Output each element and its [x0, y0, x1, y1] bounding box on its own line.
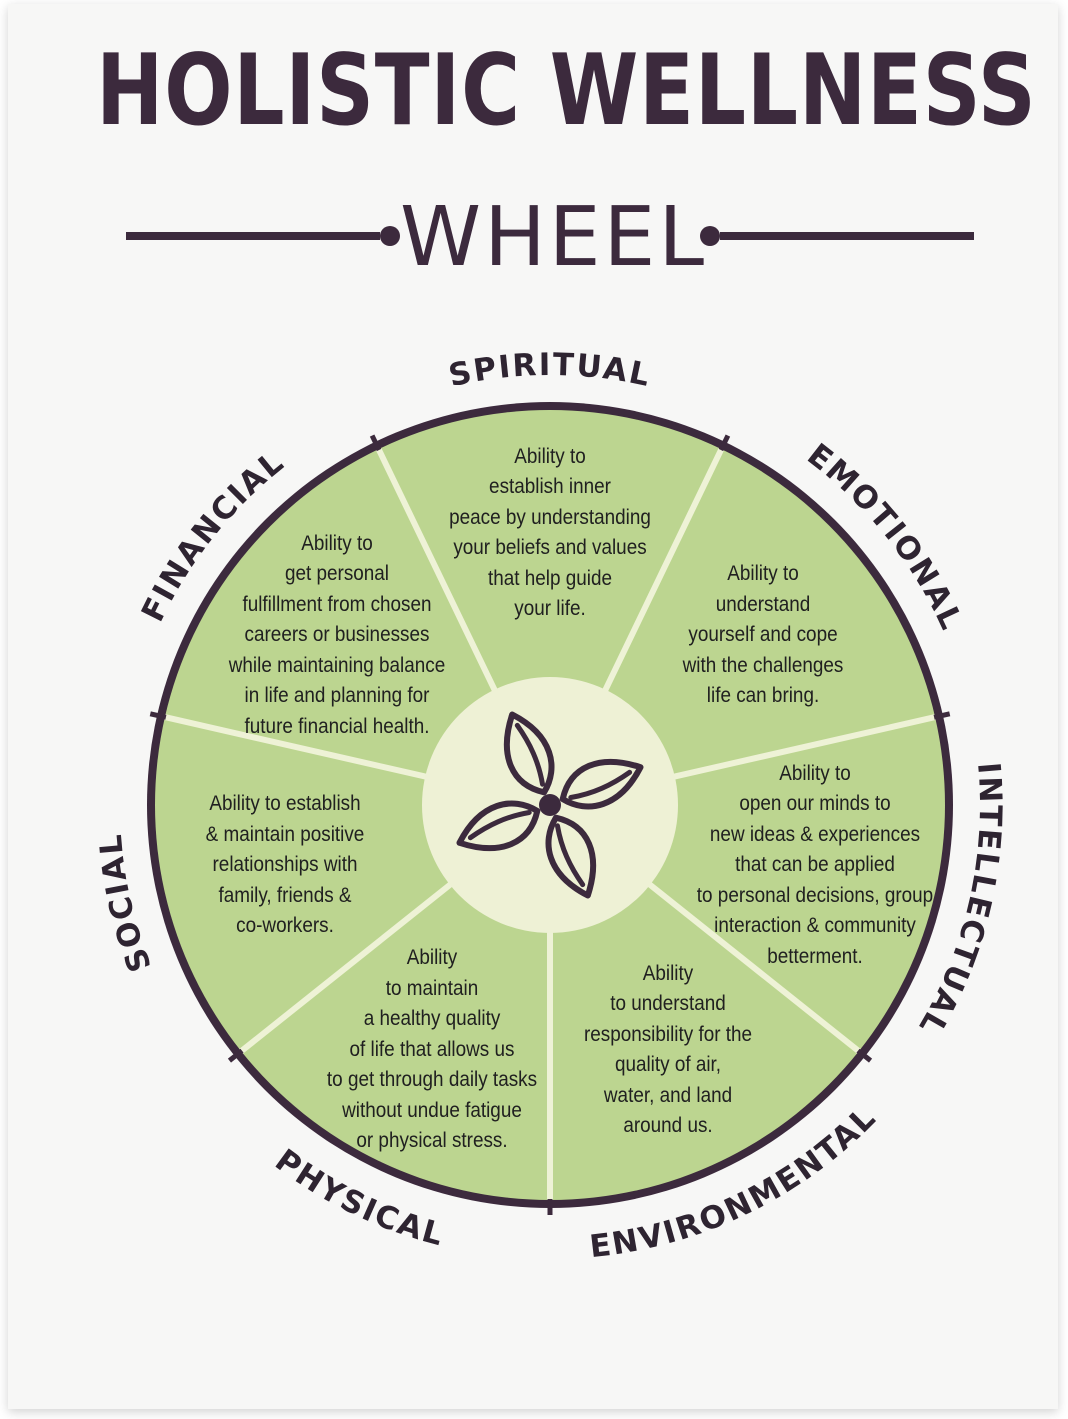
description-line: that can be applied	[735, 853, 896, 877]
description-line: future financial health.	[244, 714, 430, 738]
description-line: Ability to	[514, 444, 586, 468]
description-line: your beliefs and values	[453, 536, 647, 559]
description-line: establish inner	[489, 475, 611, 498]
description-line: to understand	[610, 992, 726, 1016]
segment-divider	[164, 714, 428, 780]
description-line: life can bring.	[706, 684, 819, 708]
segment-emotional	[550, 449, 936, 805]
segment-description-social: Ability to establish & maintain positive r…	[150, 789, 420, 942]
description-line: to maintain	[385, 976, 479, 1000]
subtitle-dot-right	[700, 226, 720, 246]
segment-description-environmental: Ability to understand responsibility for t…	[533, 959, 803, 1142]
description-line: family, friends &	[218, 883, 352, 907]
description-line: while maintaining balance	[229, 653, 446, 677]
description-line: Ability to	[779, 761, 851, 785]
description-line: your life.	[514, 597, 586, 620]
segment-description-financial: Ability to get personal fulfillment from c…	[202, 529, 472, 743]
description-line: to get through daily tasks	[326, 1068, 538, 1092]
description-line: with the challenges	[682, 653, 844, 677]
ring-tick	[856, 1048, 873, 1063]
description-line: interaction & community	[714, 914, 917, 938]
ring-tick	[933, 711, 951, 720]
segment-description-emotional: Ability to understand yourself and cope wit…	[628, 559, 898, 712]
description-line: around us.	[623, 1114, 713, 1138]
subtitle-rule-right	[720, 232, 974, 240]
ring-tick	[227, 1048, 244, 1063]
description-line: Ability	[406, 946, 458, 970]
segment-divider	[672, 714, 936, 780]
segment-financial	[164, 449, 550, 805]
description-line: of life that allows us	[349, 1037, 515, 1061]
description-line: new ideas & experiences	[710, 822, 921, 846]
description-line: or physical stress.	[356, 1129, 508, 1153]
segment-spiritual	[378, 410, 722, 805]
ring-tick	[369, 434, 382, 452]
description-line: quality of air,	[614, 1053, 722, 1077]
description-line: Ability	[642, 961, 694, 985]
description-line: understand	[715, 592, 810, 616]
subtitle-dot-left	[380, 226, 400, 246]
description-line: that help guide	[487, 566, 613, 590]
description-line: fulfillment from chosen	[242, 592, 432, 616]
description-line: responsibility for the	[583, 1022, 753, 1046]
description-line: & maintain positive	[205, 822, 365, 846]
page-subtitle: WHEEL	[400, 190, 708, 285]
page-title: HOLISTIC WELLNESS	[96, 34, 1037, 148]
ring-tick	[718, 434, 731, 452]
four-leaf-flower-icon	[456, 711, 644, 899]
segment-divider	[601, 447, 725, 693]
segment-label-spiritual: SPIRITUAL	[446, 347, 655, 394]
description-line: water, and land	[603, 1083, 733, 1107]
description-line: yourself and cope	[688, 623, 838, 647]
description-line: open our minds to	[739, 792, 891, 816]
segment-description-spiritual: Ability to establish inner peace by unders…	[415, 442, 685, 625]
segment-description-intellectual: Ability to open our minds to new ideas & e…	[680, 759, 950, 973]
segment-divider	[375, 447, 499, 693]
description-line: Ability to	[301, 531, 374, 555]
subtitle-row: WHEEL	[126, 196, 974, 280]
description-line: Ability to	[726, 562, 799, 586]
description-line: careers or businesses	[244, 623, 430, 647]
description-line: to personal decisions, group	[696, 883, 934, 907]
description-line: co-workers.	[235, 914, 334, 938]
description-line: a healthy quality	[363, 1007, 501, 1031]
description-line: get personal	[285, 562, 390, 586]
subtitle-rule-left	[126, 232, 380, 240]
description-line: in life and planning for	[244, 684, 430, 708]
description-line: Ability to establish	[209, 792, 361, 816]
ring-tick	[149, 711, 167, 720]
description-line: betterment.	[767, 944, 863, 968]
description-line: relationships with	[212, 853, 358, 877]
segment-description-physical: Ability to maintain a healthy quality of li…	[297, 943, 567, 1157]
description-line: peace by understanding	[449, 505, 651, 529]
segment-divider	[646, 881, 861, 1054]
description-line: without undue fatigue	[342, 1098, 522, 1122]
segment-divider	[239, 881, 454, 1054]
